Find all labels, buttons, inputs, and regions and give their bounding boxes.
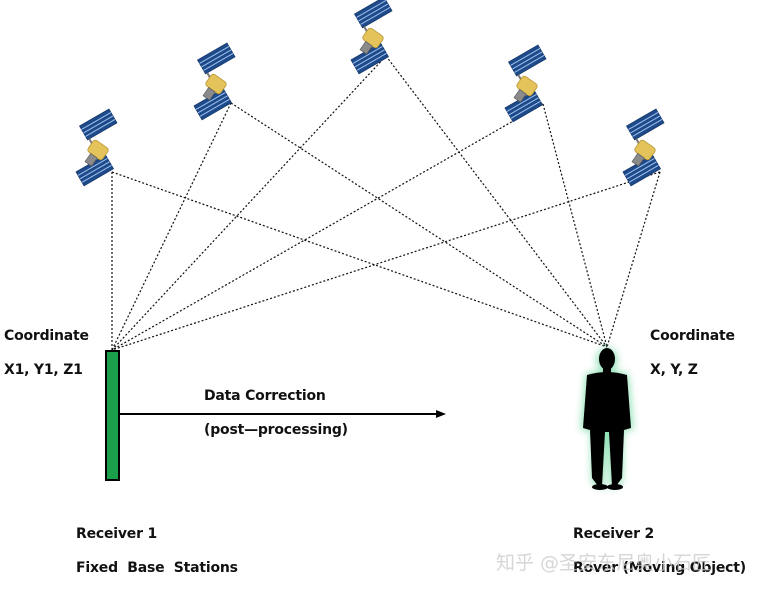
signal-line-sat-1-to-rover bbox=[111, 171, 608, 348]
base-station-receiver bbox=[105, 350, 120, 481]
receiver-2-description: Rover (Moving Object) bbox=[573, 560, 746, 576]
base-coordinate-value: X1, Y1, Z1 bbox=[4, 362, 83, 378]
signal-line-sat-5-to-rover bbox=[606, 171, 661, 348]
data-correction-label: Data Correction bbox=[204, 388, 326, 404]
satellites bbox=[56, 0, 684, 187]
satellite-icon bbox=[485, 44, 566, 123]
receiver-1-label: Receiver 1 bbox=[76, 526, 158, 542]
watermark: 知乎 @圣安东尼奥小石匠 bbox=[496, 552, 712, 574]
signal-line-sat-3-to-base bbox=[111, 55, 387, 351]
signal-line-sat-4-to-base bbox=[111, 103, 544, 351]
satellite-icon bbox=[603, 108, 684, 187]
receiver-1-description: Fixed Base Stations bbox=[76, 560, 238, 576]
signal-line-sat-5-to-base bbox=[111, 171, 661, 351]
signal-line-sat-3-to-rover bbox=[385, 55, 608, 348]
base-coordinate-label: Coordinate bbox=[4, 328, 89, 344]
receiver-2-label: Receiver 2 bbox=[573, 526, 655, 542]
rover-person-icon bbox=[581, 348, 633, 490]
rover-coordinate-value: X, Y, Z bbox=[650, 362, 698, 378]
satellite-icon bbox=[174, 42, 255, 121]
rover-coordinate-label: Coordinate bbox=[650, 328, 735, 344]
signal-line-sat-2-to-rover bbox=[230, 102, 608, 348]
signal-line-sat-4-to-rover bbox=[542, 103, 608, 348]
signal-lines bbox=[111, 55, 661, 351]
arrow-head-icon bbox=[436, 410, 446, 418]
satellite-icon bbox=[56, 108, 137, 187]
satellite-icon bbox=[331, 0, 412, 75]
signal-line-sat-2-to-base bbox=[111, 102, 232, 351]
post-processing-label: (post—processing) bbox=[204, 422, 348, 438]
